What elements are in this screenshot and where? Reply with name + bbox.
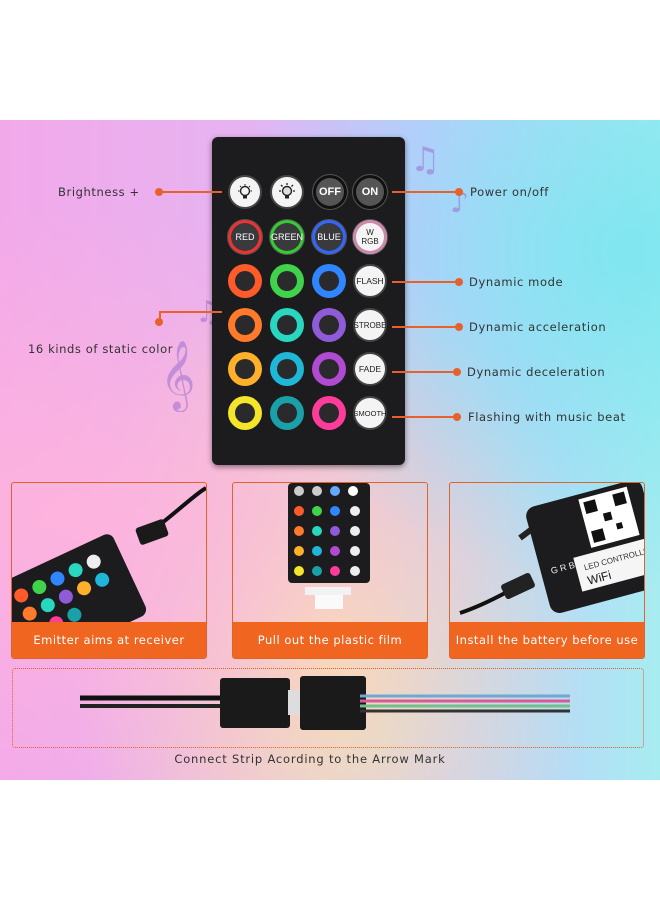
strip-connector-illustration — [80, 676, 570, 730]
flash-button[interactable]: FLASH — [353, 264, 387, 298]
callout-dot — [455, 278, 463, 286]
static-color-callout: 16 kinds of static color — [28, 342, 174, 356]
film-panel: Pull out the plastic film — [232, 482, 428, 659]
brightness-down-button[interactable] — [228, 175, 262, 209]
callout-line — [392, 191, 457, 193]
color-button[interactable] — [228, 352, 262, 386]
remote-emitter-illustration — [12, 486, 206, 658]
music-note-icon: ♪ — [450, 185, 470, 220]
remote-film-illustration — [288, 483, 370, 609]
color-button[interactable] — [270, 352, 304, 386]
color-button[interactable] — [312, 264, 346, 298]
callout-dot — [453, 368, 461, 376]
red-button[interactable]: RED — [228, 220, 262, 254]
color-button[interactable] — [270, 308, 304, 342]
callout-dot — [155, 318, 163, 326]
strobe-button[interactable]: STROBE — [353, 308, 387, 342]
color-button[interactable] — [228, 308, 262, 342]
color-button[interactable] — [312, 396, 346, 430]
callout-dot — [155, 188, 163, 196]
power-callout: Power on/off — [470, 185, 549, 199]
connector-frame — [12, 668, 644, 748]
color-button[interactable] — [228, 396, 262, 430]
color-button[interactable] — [270, 264, 304, 298]
remote-control: OFF ON RED GREEN BLUE W RGB FLASH STROBE… — [212, 137, 405, 465]
bulb-dim-icon — [238, 184, 252, 199]
callout-dot — [453, 413, 461, 421]
callout-dot — [455, 323, 463, 331]
battery-panel: LED CONTROLLER WiFi G R B Install the ba… — [449, 482, 645, 659]
callout-line — [160, 191, 222, 193]
color-button[interactable] — [312, 352, 346, 386]
off-button[interactable]: OFF — [313, 175, 347, 209]
color-button[interactable] — [270, 396, 304, 430]
color-button[interactable] — [228, 264, 262, 298]
dynamic-acceleration-callout: Dynamic acceleration — [469, 320, 607, 334]
treble-clef-icon: 𝄞 — [160, 340, 196, 410]
green-button[interactable]: GREEN — [270, 220, 304, 254]
music-note-icon: ♫ — [410, 140, 441, 180]
callout-dot — [455, 188, 463, 196]
controller-brand-text: WiFi — [586, 568, 613, 588]
brightness-callout: Brightness + — [58, 185, 140, 199]
callout-line — [159, 311, 161, 321]
on-button[interactable]: ON — [353, 175, 387, 209]
dynamic-deceleration-callout: Dynamic deceleration — [467, 365, 606, 379]
white-rgb-button[interactable]: W RGB — [353, 220, 387, 254]
brightness-up-button[interactable] — [270, 175, 304, 209]
callout-line — [392, 281, 457, 283]
music-flash-callout: Flashing with music beat — [468, 410, 626, 424]
battery-caption: Install the battery before use — [450, 622, 644, 658]
callout-line — [392, 416, 455, 418]
callout-line — [160, 311, 222, 313]
connector-caption: Connect Strip Acording to the Arrow Mark — [174, 752, 446, 766]
fade-button[interactable]: FADE — [353, 352, 387, 386]
blue-button[interactable]: BLUE — [312, 220, 346, 254]
color-button[interactable] — [312, 308, 346, 342]
wifi-controller-illustration: LED CONTROLLER WiFi G R B — [459, 483, 644, 615]
callout-line — [392, 371, 455, 373]
emitter-caption: Emitter aims at receiver — [12, 622, 206, 658]
smooth-button[interactable]: SMOOTH — [353, 396, 387, 430]
emitter-panel: Emitter aims at receiver — [11, 482, 207, 659]
film-caption: Pull out the plastic film — [233, 622, 427, 658]
bulb-bright-icon — [279, 183, 295, 199]
callout-line — [392, 326, 457, 328]
dynamic-mode-callout: Dynamic mode — [469, 275, 564, 289]
